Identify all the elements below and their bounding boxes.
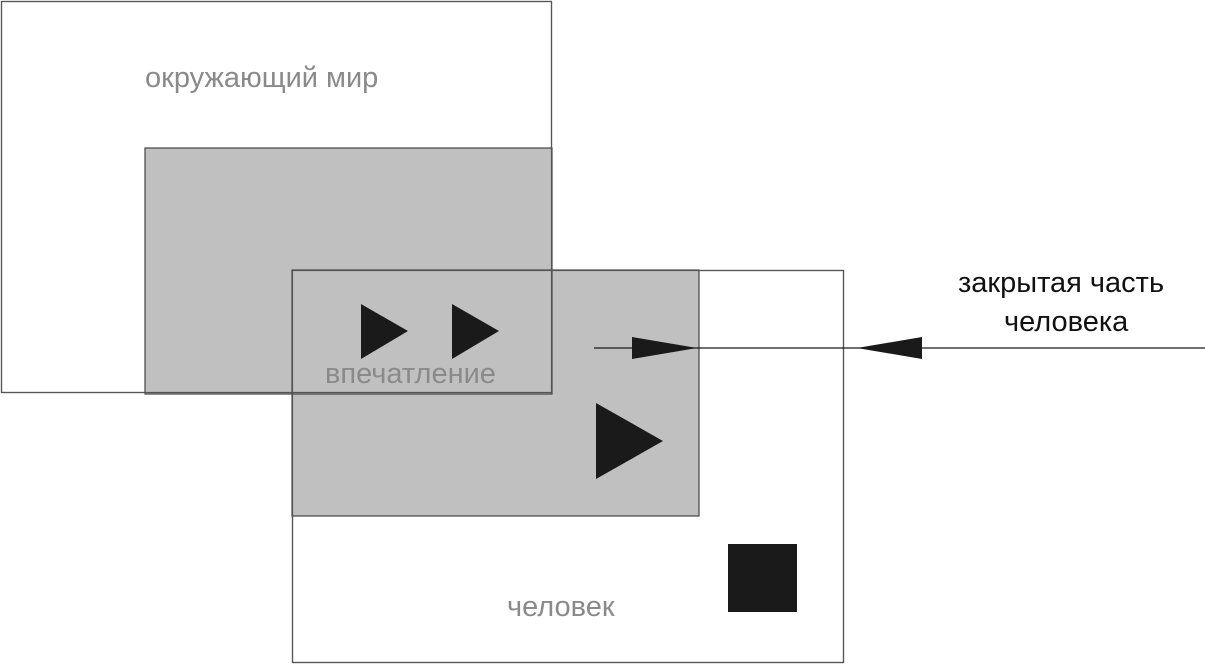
black-square-icon — [728, 544, 797, 612]
human-box-edge — [291, 269, 845, 664]
world-label: окружающий мир — [145, 62, 378, 94]
human-label: человек — [507, 591, 615, 623]
play-triangle-icon — [452, 304, 499, 359]
arrowhead-icon — [857, 337, 922, 359]
impression-label: впечатление — [325, 358, 496, 390]
arrowhead-icon — [632, 337, 697, 359]
closed-part-label-line2: человека — [1004, 306, 1129, 338]
play-triangle-icon — [361, 304, 408, 359]
closed-part-label-line1: закрытая часть — [958, 267, 1164, 299]
world-box-edge — [0, 0, 553, 394]
play-triangle-icon — [596, 403, 663, 479]
